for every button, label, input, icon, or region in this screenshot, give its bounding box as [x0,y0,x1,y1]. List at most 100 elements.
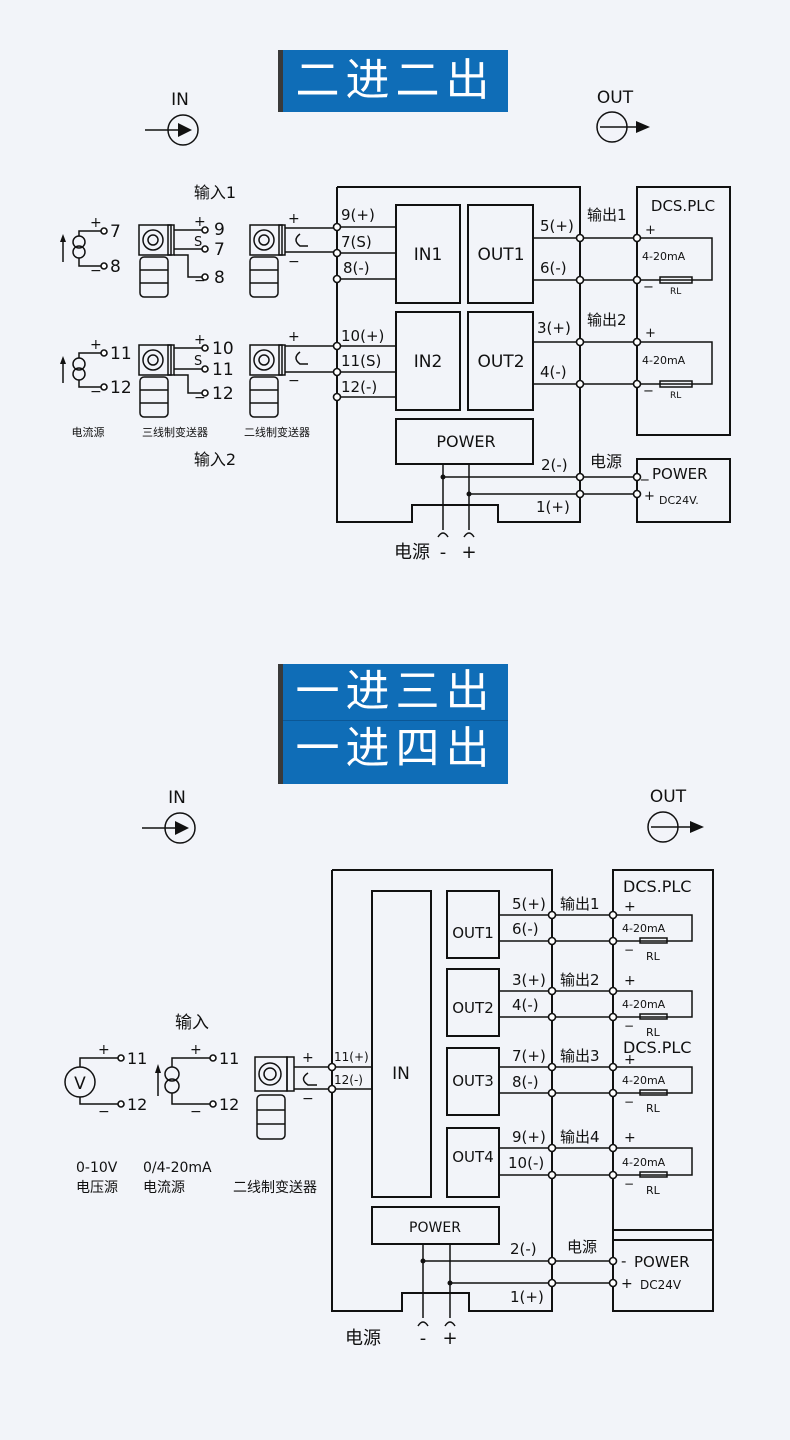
diagram-label: 11 [127,1049,147,1068]
output3-label: 输出3 [560,1047,600,1065]
diagram-label: + [624,1130,636,1146]
wire-line [78,258,102,267]
terminal-node [447,1280,453,1286]
resistor-icon [639,1171,668,1178]
diagram-label: + [461,542,476,563]
diagram-label: - [621,1252,626,1270]
diagram-label: 3(+) [537,319,571,337]
power-supply-box-2: - POWER + DC24V [608,1252,690,1292]
diagram-label: − [624,1095,634,1109]
terminal-node [263,1067,277,1081]
diagram-label: 9 [214,220,225,240]
wire-line [174,374,203,394]
input1-label: 输入1 [194,183,236,202]
terminal-node [332,341,342,351]
output2-label: 输出2 [560,971,600,989]
terminal-node [209,1054,217,1062]
wire-line [79,1057,118,1067]
diagram-label: _ [640,463,649,482]
terminal-label: 8(-) [343,259,370,277]
diagram-label: OUT2 [477,352,524,372]
two-wire-transmitter-2: + − [249,329,337,418]
diagram-label: 11 [110,344,132,364]
transmitter-body-icon [249,376,279,418]
terminal-node [258,1062,282,1086]
terminal-node [142,349,164,371]
diagram-label: 10 [212,339,234,359]
diagram-label: OUT3 [452,1072,494,1090]
out-symbol-2: OUT [647,787,704,843]
terminal-label: 7(S) [341,233,372,251]
terminal-node [632,379,642,389]
terminal-node [547,1256,557,1266]
terminal-node [608,1088,618,1098]
diagram-label: S [194,235,202,250]
terminal-node [547,910,557,920]
wire-line [286,1056,295,1092]
diagram-label: + [624,973,636,989]
output2-label: 输出2 [587,311,627,329]
isolator-enclosure-1: IN1 OUT1 IN2 OUT2 POWER 9(+) 7(S) 8(-) 1… [332,186,637,538]
terminal-label: 9(+) [341,206,375,224]
diagram-label: + [194,332,206,348]
wire-line [613,990,693,1018]
terminal-node [440,474,446,480]
module-power [395,418,534,465]
bottom-power-label: 电源 [345,1328,381,1349]
diagram-label: RL [646,950,661,963]
terminal-node [100,262,108,270]
diagram-label: POWER [634,1253,690,1271]
terminal-node [547,1062,557,1072]
diagram-label: 电压源 [76,1180,118,1196]
two-wire-transmitter-1: + − [249,211,337,298]
diagram-label: 12 [127,1095,147,1114]
diagram-label: RL [670,287,681,297]
terminal-node [253,229,275,251]
diagram-label: − [624,1177,634,1191]
terminal-node [575,379,585,389]
diagram-label: OUT2 [452,999,494,1017]
terminal-node [147,354,159,366]
module-in1 [395,204,461,304]
diagram-label: POWER [409,1220,461,1236]
diagram-label: 12 [212,384,234,404]
module-out2 [446,968,500,1037]
power-label: 电源 [567,1238,597,1256]
wire-line [637,237,713,281]
diagram-label: 4-20mA [642,354,686,367]
dcs-plc-box-1: DCS.PLC + 4-20mA − RL + 4-20mA − RL [632,186,731,436]
diagram-label: 12 [110,378,132,398]
diagram-label: DC24V [640,1278,682,1292]
terminal-node [147,234,159,246]
wire-line [78,380,102,388]
diagram-label: 电流源 [143,1180,185,1196]
diagram-label: 4-20mA [622,1074,666,1087]
diagram-label: 6(-) [540,259,567,277]
module-out1 [467,204,534,304]
terminal-node [608,1012,618,1022]
terminal-label: 12(-) [341,378,377,396]
terminal-node [253,349,275,371]
diagram-label: 4-20mA [642,250,686,263]
terminal-node [258,234,270,246]
wire-line [463,532,475,538]
terminal-node [608,1143,618,1153]
transmitter-head-icon [254,1056,288,1092]
diagram-label: + [190,1042,202,1058]
diagram-label: 12(-) [334,1073,363,1087]
terminal-node [332,248,342,258]
diagram-label: 1(+) [536,498,570,516]
terminal-node [117,1100,125,1108]
in-symbol: IN [145,90,199,146]
diagram-label: + [624,1052,636,1068]
diagram-label: + [644,489,655,504]
resistor-icon [639,937,668,944]
caption-three-wire: 三线制变送器 [142,425,208,439]
diagram-label: 3(+) [512,971,546,989]
diagram-label: − [90,384,102,400]
arrow-up-icon [155,1064,161,1073]
wire-line [174,254,203,278]
module-out4 [446,1127,500,1198]
terminal-node [575,337,585,347]
diagram-label: 8 [214,268,225,288]
